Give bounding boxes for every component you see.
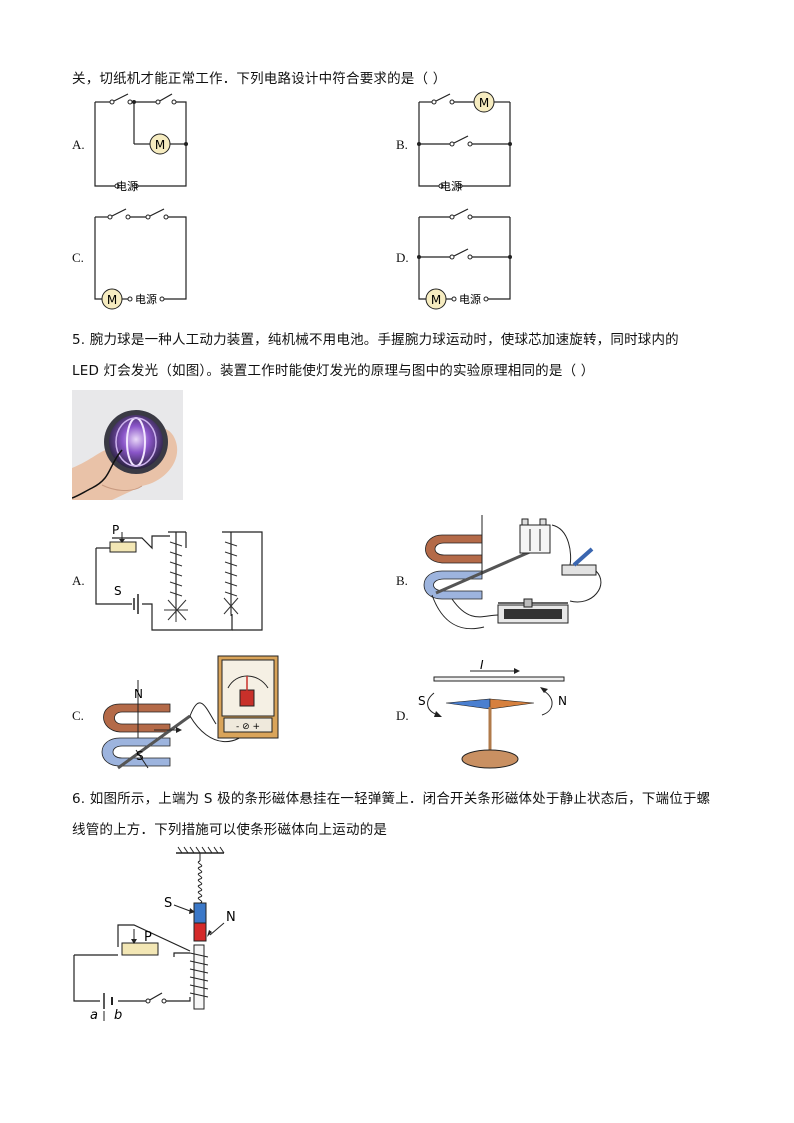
q4-b-motor-label: M bbox=[479, 96, 489, 110]
q4-option-a-label: A. bbox=[72, 137, 85, 152]
q5-c-s-label: S bbox=[136, 749, 144, 763]
q5-c-terminal-labels: - ⊘ + bbox=[236, 722, 260, 732]
q4-stem: 关，切纸机才能正常工作．下列电路设计中符合要求的是（ ） bbox=[72, 71, 447, 87]
q5-a-s-label: S bbox=[114, 584, 122, 598]
q4-a-motor-label: M bbox=[155, 138, 165, 152]
q4-c-power-label: 电源 bbox=[135, 292, 157, 306]
q5-figure-a-electromagnets: P S bbox=[95, 523, 263, 631]
q4-d-motor-label: M bbox=[431, 293, 441, 307]
q4-b-power-label: 电源 bbox=[440, 179, 462, 193]
q4-circuit-d: M 电源 bbox=[417, 208, 512, 310]
q6-p-label: P bbox=[144, 930, 152, 945]
q4-circuit-b: M 电源 bbox=[417, 91, 512, 193]
q5-figure-c-generator-galvanometer: N S - ⊘ + bbox=[101, 655, 279, 770]
q5-c-n-label: N bbox=[134, 687, 143, 701]
q6-s-pole-label: S bbox=[164, 896, 172, 911]
q4-option-d-label: D. bbox=[396, 250, 409, 265]
q5-d-current-label: I bbox=[480, 658, 484, 672]
q5-option-a-label: A. bbox=[72, 573, 85, 588]
q4-c-motor-label: M bbox=[107, 293, 117, 307]
q6-stem-line1: 6. 如图所示，上端为 S 极的条形磁体悬挂在一轻弹簧上．闭合开关条形磁体处于静… bbox=[72, 791, 711, 807]
q4-option-c-label: C. bbox=[72, 250, 84, 265]
q5-d-n-label: N bbox=[558, 694, 567, 708]
q5-stem-line1: 5. 腕力球是一种人工动力装置，纯机械不用电池。手握腕力球运动时，使球芯加速旋转… bbox=[72, 332, 679, 348]
q6-figure-spring-magnet-solenoid: S N P a b bbox=[73, 846, 236, 1023]
q4-option-b-label: B. bbox=[396, 137, 408, 152]
q5-figure-b-motor-principle bbox=[423, 515, 602, 630]
q4-circuit-a: M 电源 bbox=[94, 93, 188, 193]
q5-stem-line2: LED 灯会发光（如图）。装置工作时能使灯发光的原理与图中的实验原理相同的是（ … bbox=[72, 363, 595, 379]
q6-stem-line2: 线管的上方．下列措施可以使条形磁体向上运动的是 bbox=[72, 822, 388, 838]
q6-n-pole-label: N bbox=[226, 910, 236, 925]
q4-circuit-c: M 电源 bbox=[94, 208, 187, 310]
q5-d-s-label: S bbox=[418, 694, 426, 708]
q5-option-c-label: C. bbox=[72, 708, 84, 723]
q6-b-label: b bbox=[114, 1008, 122, 1023]
q6-a-label: a bbox=[90, 1008, 98, 1023]
wrist-ball-photo bbox=[72, 390, 183, 500]
q4-a-power-label: 电源 bbox=[116, 179, 138, 193]
q5-option-b-label: B. bbox=[396, 573, 408, 588]
q5-figure-d-oersted: I S N bbox=[418, 658, 567, 769]
q5-a-p-label: P bbox=[112, 523, 119, 537]
q5-option-d-label: D. bbox=[396, 708, 409, 723]
q4-d-power-label: 电源 bbox=[459, 292, 481, 306]
